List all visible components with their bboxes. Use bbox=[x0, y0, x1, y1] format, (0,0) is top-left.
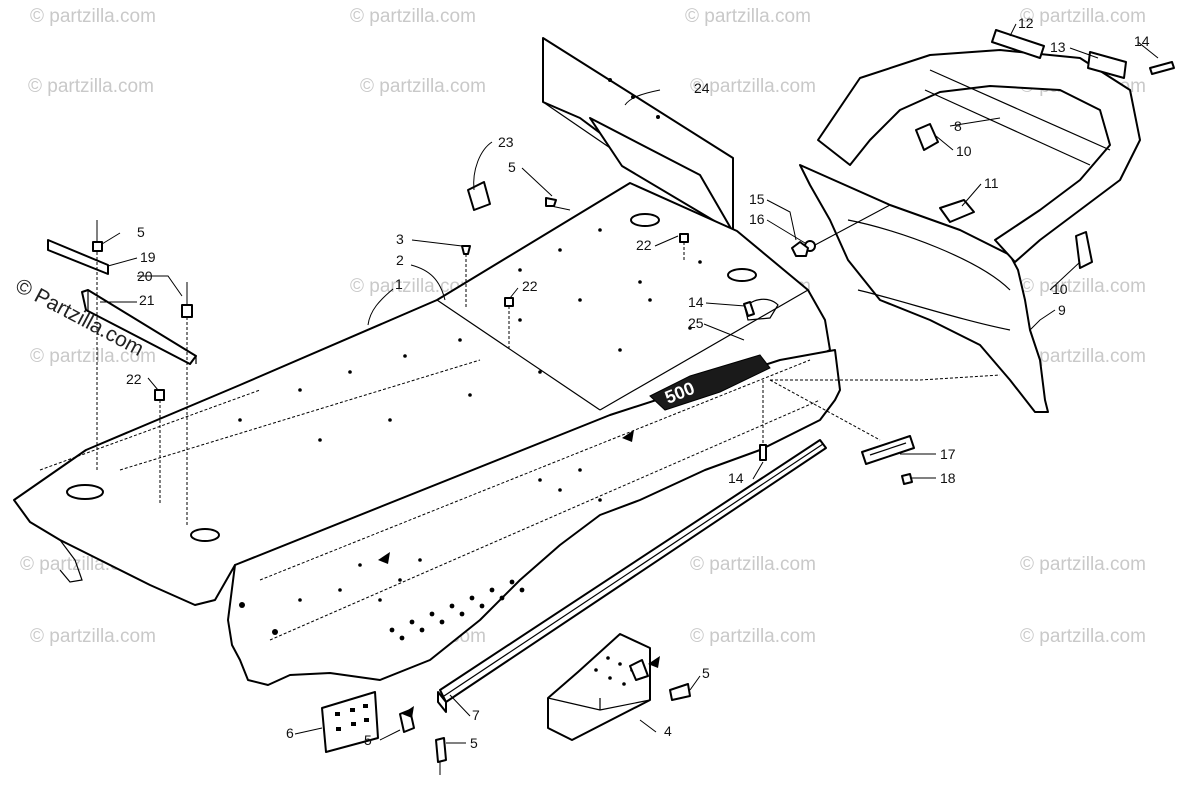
callout-4: 4 bbox=[664, 723, 672, 739]
callout-25: 25 bbox=[688, 315, 704, 331]
callout-7: 7 bbox=[472, 707, 480, 723]
watermark-text: © partzilla.com bbox=[685, 6, 811, 27]
direction-arrow-icon bbox=[378, 552, 390, 564]
direction-arrow-icon bbox=[622, 430, 634, 442]
watermark-text: © partzilla.com bbox=[690, 554, 816, 575]
callout-2: 2 bbox=[396, 252, 404, 268]
callout-16: 16 bbox=[749, 211, 765, 227]
callout-10: 10 bbox=[956, 143, 972, 159]
callout-19: 19 bbox=[140, 249, 156, 265]
bumper-assembly bbox=[791, 29, 1175, 413]
callout-11: 11 bbox=[984, 175, 999, 191]
callout-21: 21 bbox=[139, 292, 155, 308]
part-11-clip bbox=[939, 199, 975, 223]
callout-14: 14 bbox=[728, 470, 744, 486]
callout-5: 5 bbox=[508, 159, 516, 175]
part-8-bumper-bar bbox=[817, 49, 1141, 263]
part-22-nut bbox=[154, 389, 165, 401]
callout-14: 14 bbox=[1134, 33, 1150, 49]
callout-8: 8 bbox=[954, 118, 962, 134]
callout-3: 3 bbox=[396, 231, 404, 247]
part-4-bracket bbox=[547, 633, 651, 741]
callout-5: 5 bbox=[470, 735, 478, 751]
watermark-text: © partzilla.com bbox=[1020, 346, 1146, 367]
part-5-screw bbox=[92, 241, 103, 252]
part-14-bolt bbox=[1149, 61, 1175, 75]
watermark-text: © partzilla.com bbox=[1020, 626, 1146, 647]
callout-9: 9 bbox=[1058, 302, 1066, 318]
watermark-text: © partzilla.com bbox=[30, 626, 156, 647]
callout-13: 13 bbox=[1050, 39, 1066, 55]
callout-6: 6 bbox=[286, 725, 294, 741]
callout-22: 22 bbox=[636, 237, 652, 253]
callout-22: 22 bbox=[126, 371, 142, 387]
callout-17: 17 bbox=[940, 446, 956, 462]
callout-23: 23 bbox=[498, 134, 514, 150]
callout-5: 5 bbox=[137, 224, 145, 240]
watermark-text: © partzilla.com bbox=[1020, 554, 1146, 575]
callout-20: 20 bbox=[137, 268, 153, 284]
watermark-text: © partzilla.com bbox=[1020, 276, 1146, 297]
callout-5: 5 bbox=[364, 732, 372, 748]
part-13-decal bbox=[1087, 51, 1127, 79]
direction-arrow-icon bbox=[648, 656, 660, 668]
callout-1: 1 bbox=[395, 276, 403, 292]
watermark-text: © partzilla.com bbox=[350, 276, 476, 297]
part-19-strap bbox=[47, 239, 109, 275]
part-12-decal bbox=[991, 29, 1045, 59]
watermark-text: © partzilla.com bbox=[360, 76, 486, 97]
part-10-clip bbox=[915, 123, 939, 151]
part-23-pad bbox=[467, 181, 491, 211]
callout-labels: 1 2 3 4 5 5 5 5 5 6 7 8 9 10 10 11 12 13… bbox=[126, 15, 1150, 751]
part-1-tunnel bbox=[13, 182, 841, 686]
watermark-text: © partzilla.com bbox=[30, 6, 156, 27]
part-10-clip bbox=[1075, 231, 1093, 269]
part-21-angle bbox=[81, 289, 197, 365]
callout-14: 14 bbox=[688, 294, 704, 310]
watermark-text: © partzilla.com bbox=[30, 346, 156, 367]
part-24-flap bbox=[542, 37, 734, 233]
callout-15: 15 bbox=[749, 191, 765, 207]
watermark-text: © partzilla.com bbox=[1020, 6, 1146, 27]
callout-12: 12 bbox=[1018, 15, 1034, 31]
watermark-text: © partzilla.com bbox=[28, 76, 154, 97]
callout-18: 18 bbox=[940, 470, 956, 486]
callout-leaders bbox=[100, 23, 1159, 744]
watermark-text: © partzilla.com bbox=[690, 76, 816, 97]
part-15-nut bbox=[791, 241, 809, 257]
direction-arrow-icon bbox=[402, 706, 414, 718]
part-17-decal bbox=[861, 435, 915, 485]
callout-24: 24 bbox=[694, 80, 710, 96]
part-6-plate bbox=[321, 691, 379, 753]
part-7-rail bbox=[437, 439, 827, 713]
callout-10: 10 bbox=[1052, 281, 1068, 297]
part-18-screw bbox=[901, 473, 913, 485]
tunnel-fasteners bbox=[461, 197, 1001, 461]
lower-fasteners bbox=[399, 656, 691, 775]
watermark-text: © partzilla.com bbox=[350, 6, 476, 27]
tunnel-rivet-holes bbox=[238, 228, 702, 641]
callout-5: 5 bbox=[702, 665, 710, 681]
left-mount-parts bbox=[47, 220, 197, 525]
part-20-clip bbox=[181, 304, 193, 318]
callout-22: 22 bbox=[522, 278, 538, 294]
watermark-text: © partzilla.com bbox=[690, 626, 816, 647]
